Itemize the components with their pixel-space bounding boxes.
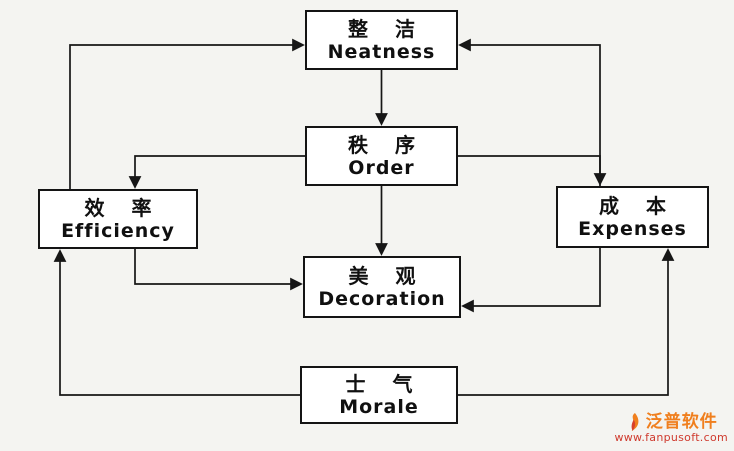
watermark-url: www.fanpusoft.com <box>614 431 728 445</box>
node-morale-label-zh: 士 气 <box>345 371 423 396</box>
arrow-expenses-to-decoration <box>461 248 601 313</box>
node-expenses: 成 本 Expenses <box>556 186 709 248</box>
watermark-brand: 泛普软件 <box>645 411 718 432</box>
node-decoration: 美 观 Decoration <box>303 256 461 318</box>
node-efficiency-label-en: Efficiency <box>61 219 175 242</box>
watermark: 泛普软件 www.fanpusoft.com <box>614 412 728 445</box>
arrow-expenses-to-neatness <box>458 38 601 186</box>
node-order-label-en: Order <box>348 156 415 179</box>
node-efficiency-label-zh: 效 率 <box>84 195 162 220</box>
node-order: 秩 序 Order <box>305 126 458 186</box>
node-efficiency: 效 率 Efficiency <box>38 189 198 249</box>
arrow-efficiency-to-neatness <box>69 38 305 189</box>
node-neatness-label-en: Neatness <box>327 40 436 63</box>
fanpu-logo-icon <box>625 412 643 432</box>
node-neatness-label-zh: 整 洁 <box>348 16 425 41</box>
node-decoration-label-en: Decoration <box>318 287 446 310</box>
arrow-order-to-efficiency <box>128 155 305 189</box>
node-morale-label-en: Morale <box>339 395 419 418</box>
arrow-efficiency-to-decoration <box>134 249 303 291</box>
arrow-morale-to-efficiency <box>53 249 300 396</box>
node-expenses-label-en: Expenses <box>578 217 687 240</box>
node-morale: 士 气 Morale <box>300 366 458 424</box>
node-expenses-label-zh: 成 本 <box>599 193 676 218</box>
node-order-label-zh: 秩 序 <box>348 132 425 157</box>
node-neatness: 整 洁 Neatness <box>305 10 458 70</box>
arrow-morale-to-expenses <box>458 248 675 396</box>
node-decoration-label-zh: 美 观 <box>348 263 426 288</box>
arrow-order-to-expenses <box>458 155 607 186</box>
